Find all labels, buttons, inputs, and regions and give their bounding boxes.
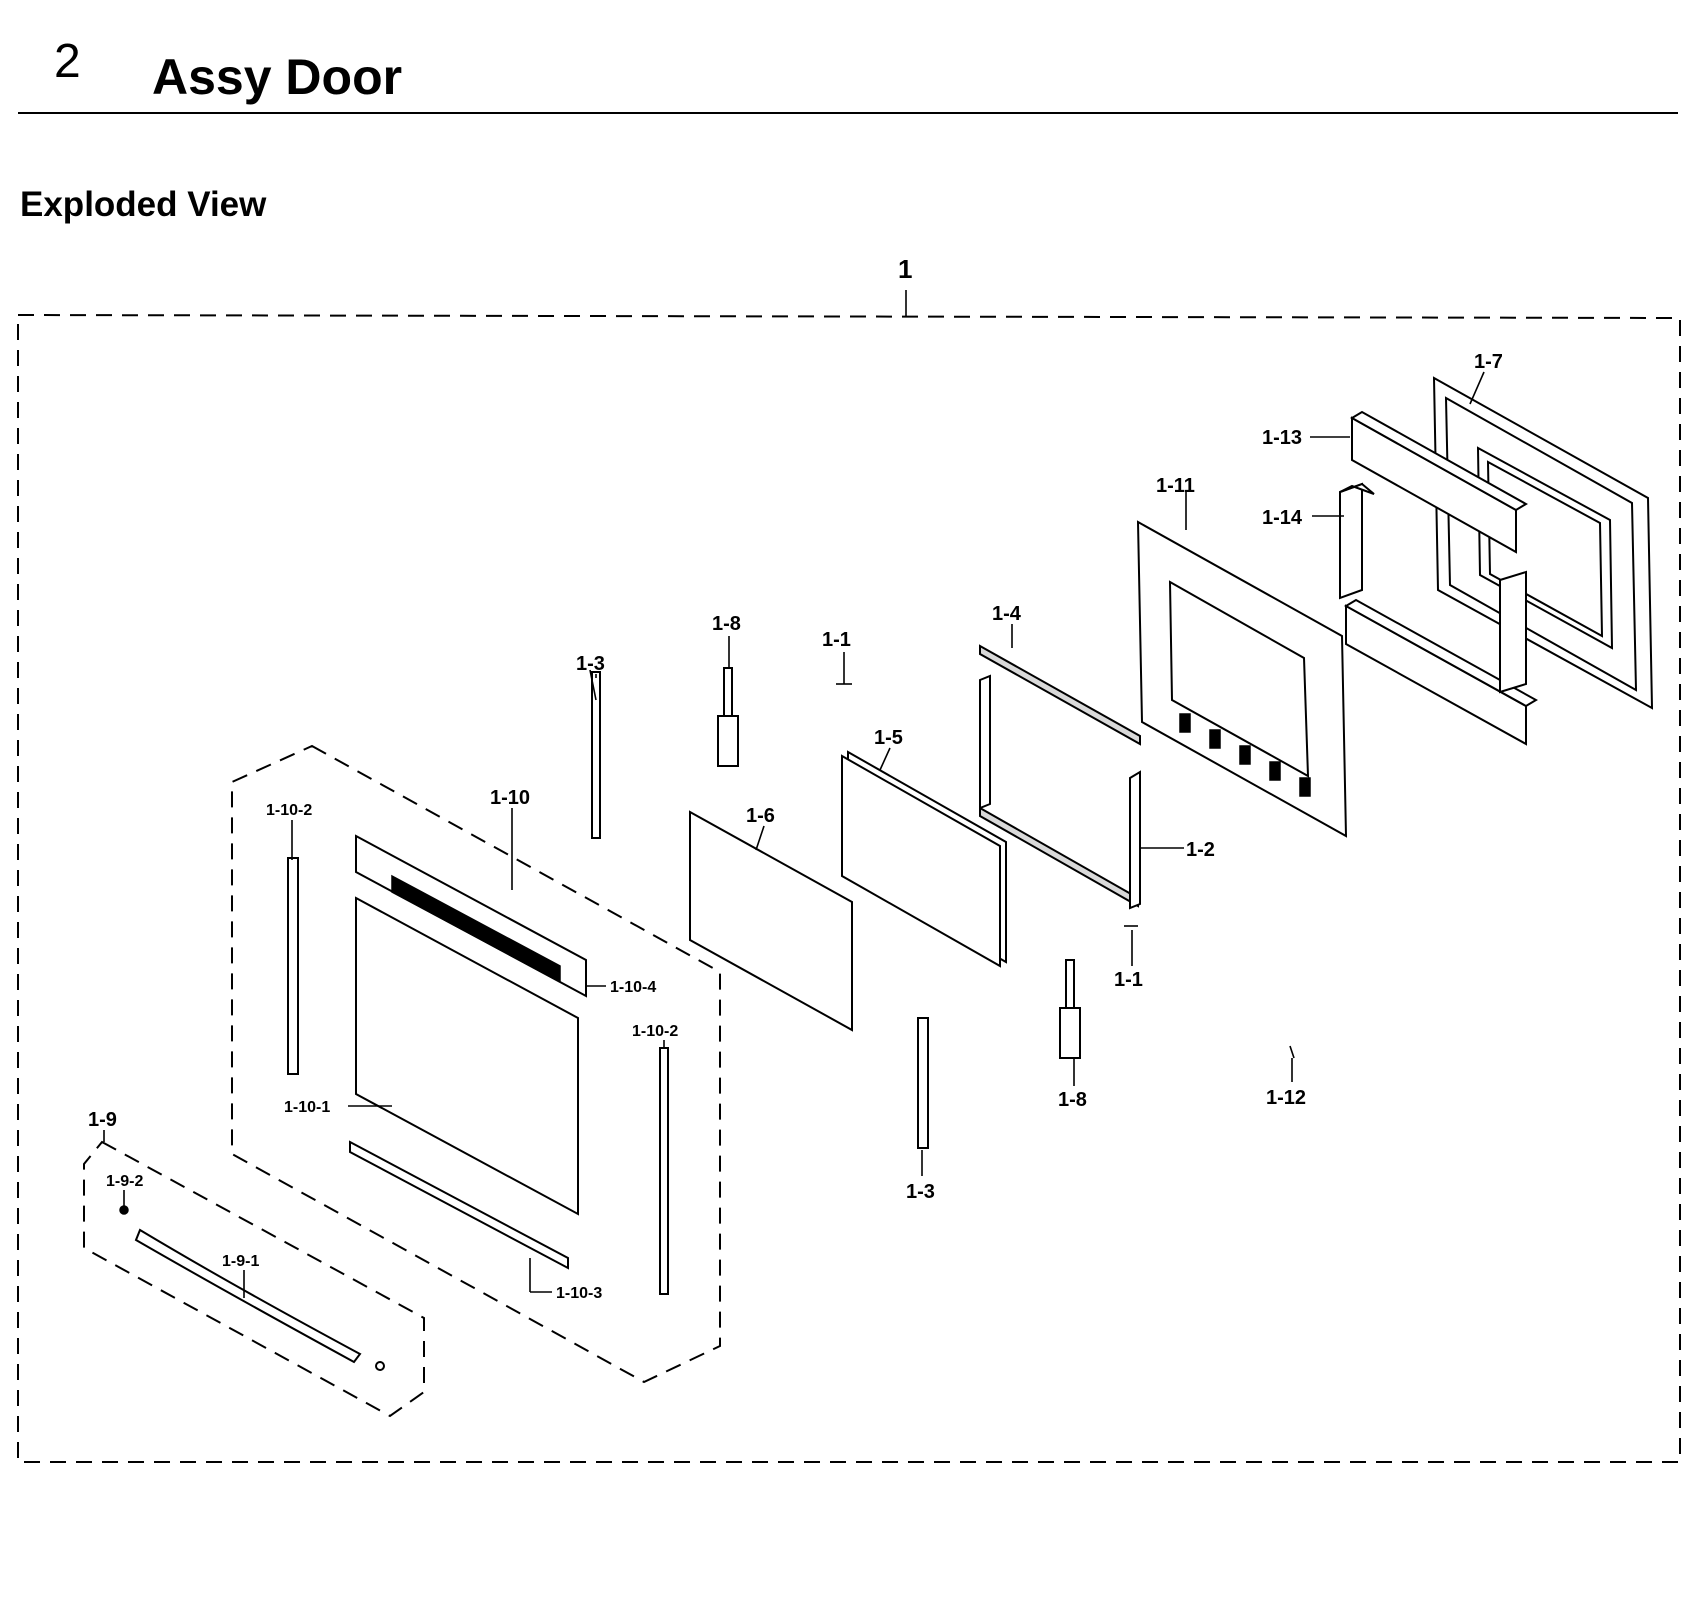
leader-lines [103, 371, 1485, 1298]
label-1-8-bottom: 1-8 [1058, 1089, 1087, 1111]
label-1-5: 1-5 [874, 727, 903, 749]
part-1-10-front-assembly [231, 744, 721, 1384]
label-1-10-4: 1-10-4 [610, 979, 656, 996]
part-1-9-handle-assembly [83, 1140, 425, 1418]
assembly-boundary [17, 290, 1681, 1463]
part-1-12-screw [1289, 1045, 1295, 1059]
label-1-1-bottom: 1-1 [1114, 969, 1143, 991]
view-title: Exploded View [20, 185, 267, 224]
part-1-8-hinge-bottom [1059, 959, 1081, 1059]
section-title: Assy Door [152, 49, 403, 105]
label-1-10-2-right: 1-10-2 [632, 1023, 678, 1040]
label-assembly-1: 1 [898, 254, 912, 284]
label-1-10: 1-10 [490, 787, 530, 809]
part-1-13-insulation [1344, 410, 1538, 746]
label-1-9: 1-9 [88, 1109, 117, 1131]
part-1-3-bracket-top [591, 671, 601, 839]
label-1-10-1: 1-10-1 [284, 1099, 330, 1116]
label-1-8-top: 1-8 [712, 613, 741, 635]
label-1-2: 1-2 [1186, 839, 1215, 861]
part-1-14-insulation-block [1339, 482, 1527, 694]
title-rule [18, 112, 1678, 114]
label-1-6: 1-6 [746, 805, 775, 827]
label-1-10-3: 1-10-3 [556, 1285, 602, 1302]
label-1-14: 1-14 [1262, 507, 1303, 529]
part-1-7-back-panel [1432, 376, 1654, 710]
label-1-13: 1-13 [1262, 427, 1302, 449]
part-1-11-inner-frame [1136, 520, 1348, 838]
part-1-8-hinge-top [717, 667, 739, 767]
label-1-9-1: 1-9-1 [222, 1253, 259, 1270]
part-1-3-bracket-bottom [917, 1017, 929, 1149]
label-1-11: 1-11 [1156, 475, 1195, 497]
label-1-3-top: 1-3 [576, 653, 605, 675]
label-1-10-2-left: 1-10-2 [266, 802, 312, 819]
label-1-7: 1-7 [1474, 351, 1503, 373]
label-1-1-top: 1-1 [822, 629, 851, 651]
label-1-3-bottom: 1-3 [906, 1181, 935, 1203]
section-number: 2 [54, 35, 81, 88]
part-1-6-glass [689, 810, 853, 1032]
label-1-12: 1-12 [1266, 1087, 1306, 1109]
part-1-5-glass [841, 750, 1007, 968]
label-1-4: 1-4 [992, 603, 1022, 625]
part-1-4-1-2-glass-frame [979, 644, 1141, 910]
label-1-9-2: 1-9-2 [106, 1173, 143, 1190]
